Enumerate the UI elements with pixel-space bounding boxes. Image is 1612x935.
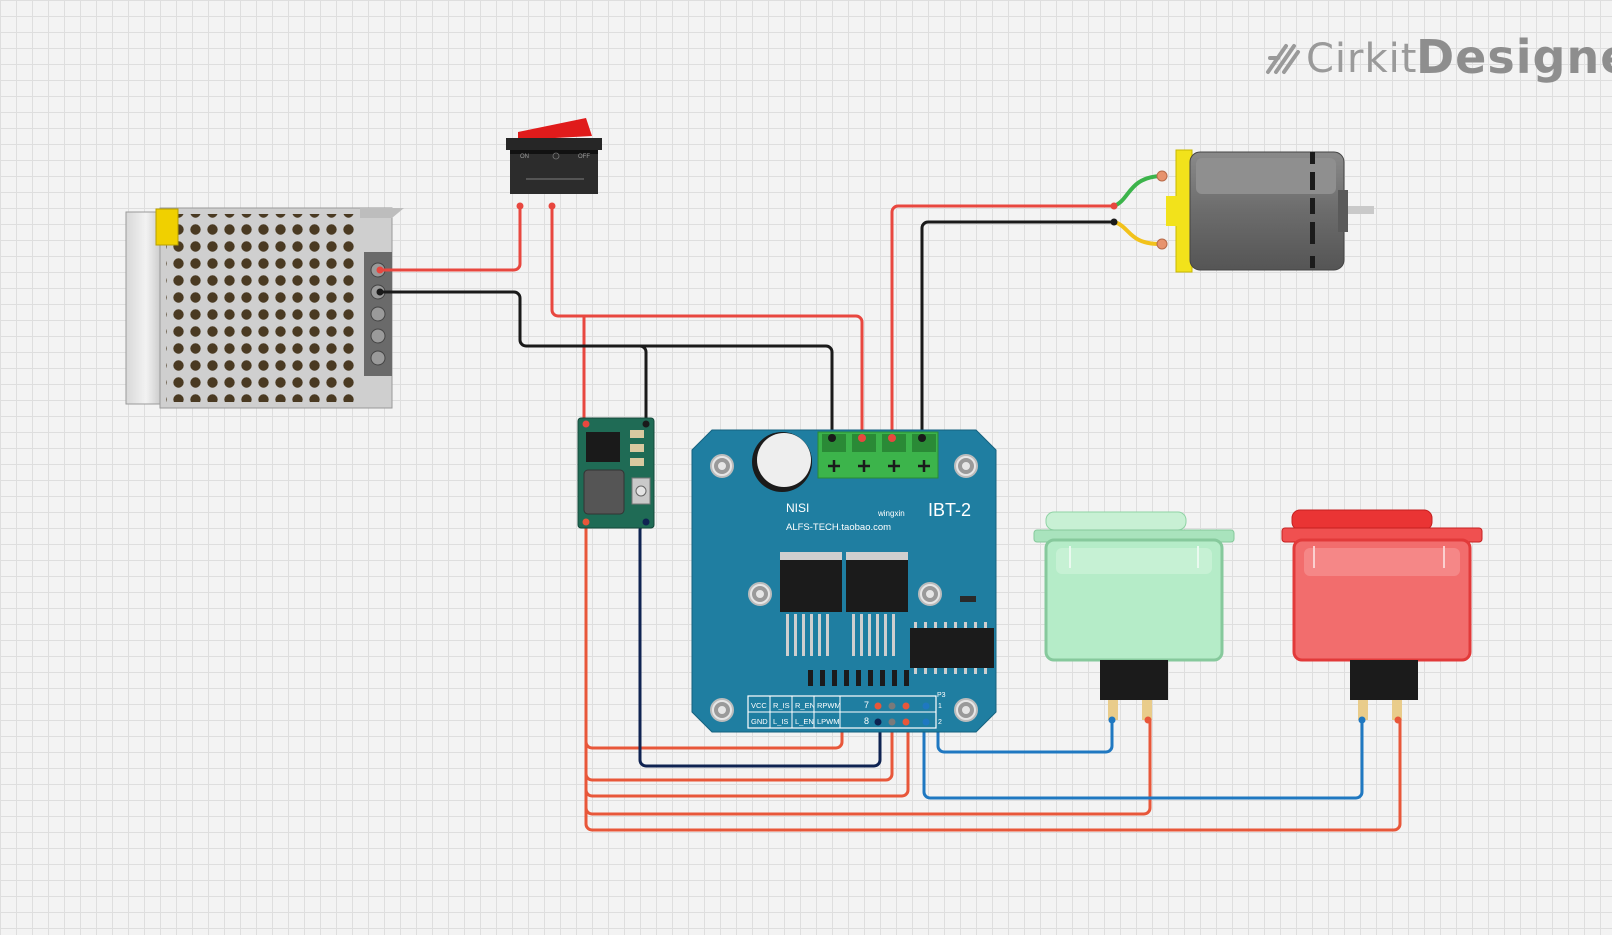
rocker-switch[interactable]: ON OFF xyxy=(506,118,602,194)
wire-5v-to-red-button[interactable] xyxy=(584,718,1402,832)
header-top-label: RPWM xyxy=(817,701,841,710)
buck-ic-chip xyxy=(586,432,620,462)
wire-psu-neg-to-buck[interactable] xyxy=(610,344,648,428)
dc-motor[interactable] xyxy=(1156,149,1374,273)
ibt2-motor-driver[interactable]: NISI ALFS-TECH.taobao.com wingxin IBT-2 xyxy=(691,429,997,733)
board-model-label: IBT-2 xyxy=(928,500,971,520)
p3-pin1: 1 xyxy=(938,703,942,710)
buck-inductor xyxy=(583,469,625,515)
wire-psu-pos-to-switch[interactable] xyxy=(378,204,522,272)
switch-off-label: OFF xyxy=(578,154,590,160)
wire-switch-to-driver-bplus[interactable] xyxy=(550,204,864,440)
wire-lpwm-to-red-button[interactable] xyxy=(922,718,1364,800)
buck-converter[interactable] xyxy=(577,417,655,529)
switch-on-label: ON xyxy=(520,154,529,160)
pin-number-7: 7 xyxy=(864,700,869,710)
motor-lead-yellow xyxy=(1112,220,1162,246)
switch-indicator-icon xyxy=(552,152,560,160)
pin-number-8: 8 xyxy=(864,716,869,726)
header-pins[interactable] xyxy=(874,702,930,726)
power-supply[interactable] xyxy=(125,207,404,409)
wire-driver-mplus-to-motor[interactable] xyxy=(890,204,1116,440)
header-bottom-label: L_IS xyxy=(773,717,788,726)
motor-lead-green xyxy=(1112,174,1162,208)
wire-psu-neg-to-driver[interactable] xyxy=(378,290,834,440)
p3-label: P3 xyxy=(937,692,946,699)
psu-label-sticker xyxy=(155,208,179,246)
logic-chip xyxy=(910,622,994,674)
header-bottom-label: L_EN xyxy=(795,717,814,726)
board-label-brand: wingxin xyxy=(877,509,905,518)
wire-driver-mminus-to-motor[interactable] xyxy=(920,220,1116,440)
header-top-label: VCC xyxy=(751,701,767,710)
board-label-site: ALFS-TECH.taobao.com xyxy=(786,522,891,533)
board-label-nisi: NISI xyxy=(786,501,809,515)
header-bottom-label: LPWM xyxy=(817,717,840,726)
control-header: VCC R_IS R_EN RPWM GND L_IS L_EN LPWM 7 … xyxy=(747,692,946,729)
wire-5v-to-len[interactable] xyxy=(584,720,910,798)
header-top-label: R_EN xyxy=(795,701,815,710)
logo-text-cirkit: Cirkit xyxy=(1306,36,1418,82)
red-push-button[interactable] xyxy=(1281,509,1483,724)
terminal-plus-icons xyxy=(828,460,930,472)
logo-mark-icon xyxy=(1266,44,1300,74)
logo-text-designer: Designer xyxy=(1416,30,1612,84)
header-bottom-label: GND xyxy=(751,717,768,726)
p3-pin2: 2 xyxy=(938,719,942,726)
mosfets xyxy=(780,552,908,656)
cirkit-designer-logo: Cirkit Designer xyxy=(1264,30,1612,86)
green-push-button[interactable] xyxy=(1033,511,1235,724)
wire-rpwm-to-green-button[interactable] xyxy=(936,706,1114,754)
header-top-label: R_IS xyxy=(773,701,790,710)
wire-junctions xyxy=(376,202,1118,296)
